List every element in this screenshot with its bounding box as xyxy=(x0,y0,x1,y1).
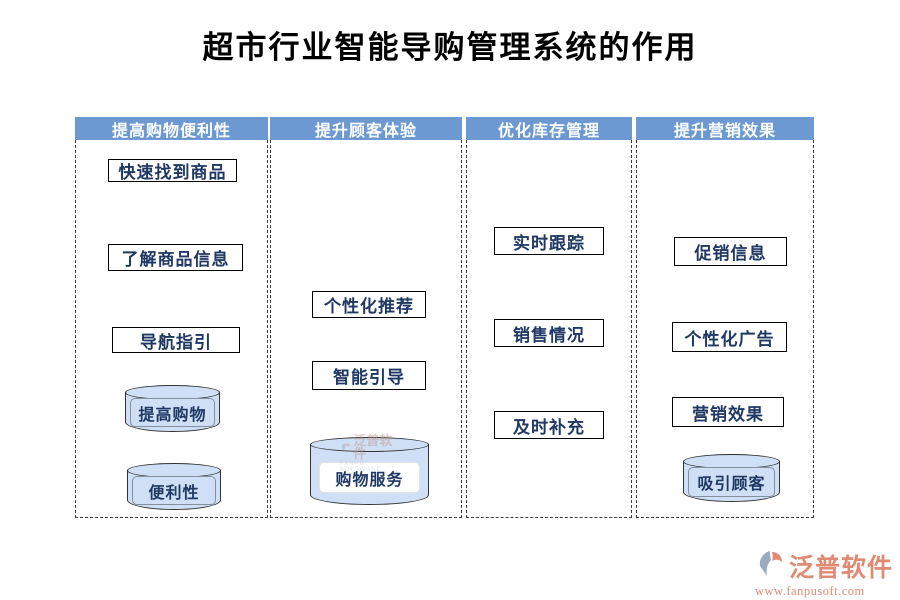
column-frame-marketing xyxy=(636,140,814,518)
cylinder-improve-shopping: 提高购物 xyxy=(125,385,220,432)
node-personalized-ads: 个性化广告 xyxy=(672,322,787,352)
node-sales-status: 销售情况 xyxy=(494,319,604,347)
cylinder-attract-customers: 吸引顾客 xyxy=(683,454,780,502)
watermark-subtext: FANPU SOFTWARE xyxy=(339,461,382,473)
column-frame-inventory xyxy=(466,140,632,518)
cylinder-label: 吸引顾客 xyxy=(688,467,775,497)
fanpu-logo-icon xyxy=(341,442,350,452)
cylinder-shopping-service: 泛普软件 FANPU SOFTWARE 购物服务 xyxy=(310,434,429,505)
column-frame-convenience xyxy=(75,140,268,518)
column-frame-experience xyxy=(270,140,462,518)
column-header-inventory: 优化库存管理 xyxy=(466,117,632,140)
column-header-experience: 提升顾客体验 xyxy=(270,117,462,140)
node-marketing-effect: 营销效果 xyxy=(672,397,784,427)
brand-name: 泛普软件 xyxy=(789,555,894,582)
column-header-marketing: 提升营销效果 xyxy=(636,117,814,140)
watermark-text: 泛普软件 xyxy=(353,433,393,461)
node-personalized-recommendation: 个性化推荐 xyxy=(312,291,426,318)
page-title: 超市行业智能导购管理系统的作用 xyxy=(202,30,698,65)
node-realtime-tracking: 实时跟踪 xyxy=(494,227,604,255)
node-smart-guide: 智能引导 xyxy=(312,361,426,390)
watermark-logo: 泛普软件 FANPU SOFTWARE xyxy=(340,434,400,473)
node-navigation: 导航指引 xyxy=(112,327,240,353)
cylinder-label: 便利性 xyxy=(132,476,216,505)
fanpu-logo-icon xyxy=(759,551,782,576)
brand-logo: 泛普软件 www.fanpusoft.com xyxy=(755,548,895,599)
cylinder-label: 提高购物 xyxy=(130,398,215,427)
cylinder-top xyxy=(310,437,429,452)
cylinder-label: 购物服务 xyxy=(319,462,420,493)
cylinder-convenience: 便利性 xyxy=(127,463,221,510)
node-promotion-info: 促销信息 xyxy=(674,237,787,266)
column-header-convenience: 提高购物便利性 xyxy=(75,117,268,140)
brand-url: www.fanpusoft.com xyxy=(755,584,865,598)
node-timely-restock: 及时补充 xyxy=(494,411,604,439)
node-product-info: 了解商品信息 xyxy=(108,244,243,271)
node-find-goods: 快速找到商品 xyxy=(108,159,237,182)
